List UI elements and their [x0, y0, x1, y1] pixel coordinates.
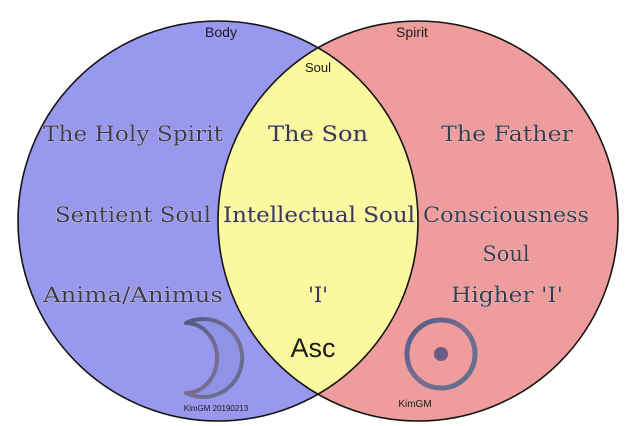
credit-right: KimGM — [398, 399, 431, 410]
left-row2-label: Sentient Soul — [55, 203, 211, 227]
credit-left: KimGM 20190213 — [184, 404, 249, 413]
right-row3-label: Higher 'I' — [451, 283, 563, 307]
asc-label: Asc — [290, 333, 335, 363]
soul-title: Soul — [305, 60, 331, 75]
soul-intersection — [218, 21, 418, 421]
body-circle-outline — [17, 20, 419, 422]
moon-icon — [184, 317, 245, 399]
left-row1-label: The Holy Spirit — [43, 122, 224, 146]
center-row3-label: 'I' — [308, 283, 328, 307]
center-row2-label: Intellectual Soul — [223, 203, 415, 227]
spirit-title: Spirit — [396, 24, 428, 40]
spirit-circle-outline — [217, 20, 619, 422]
right-row2b-label: Soul — [482, 242, 530, 266]
left-row3-label: Anima/Animus — [42, 283, 223, 307]
right-row1-label: The Father — [441, 122, 574, 146]
right-row2a-label: Consciousness — [423, 203, 589, 227]
sun-icon — [404, 317, 478, 391]
body-title: Body — [205, 24, 237, 40]
center-row1-label: The Son — [268, 122, 368, 146]
